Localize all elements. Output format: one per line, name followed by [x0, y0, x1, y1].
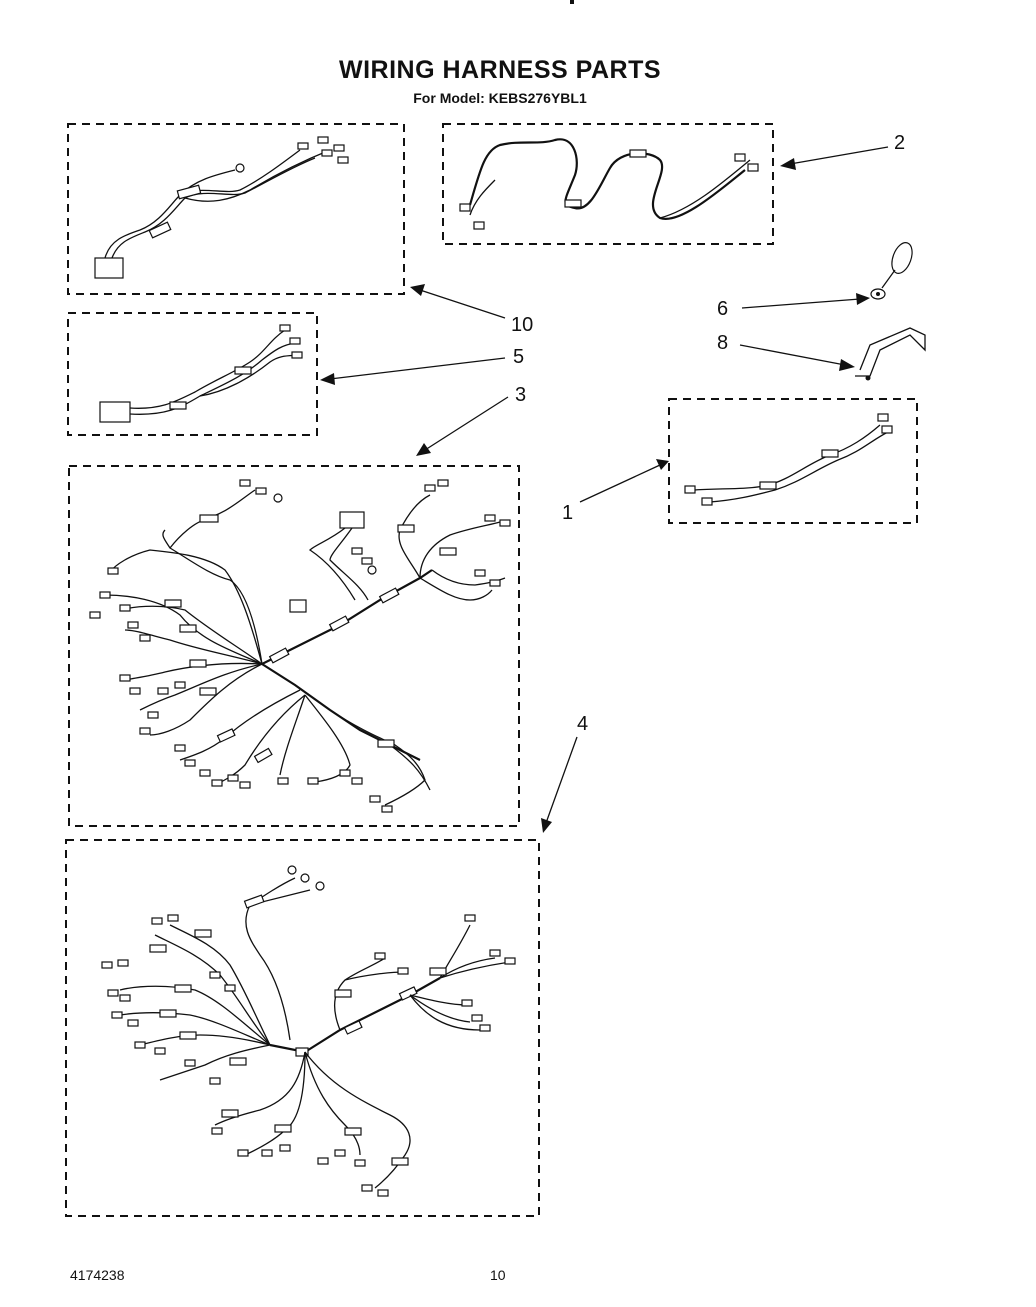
callout-8: 8 — [717, 332, 729, 354]
connector-plug — [99, 401, 131, 423]
harness-3 — [68, 465, 520, 827]
model-subtitle: For Model: KEBS276YBL1 — [413, 90, 587, 106]
part-box-10 — [67, 123, 405, 295]
leader-arrows — [320, 146, 889, 833]
callout-6: 6 — [717, 298, 729, 320]
harness-2 — [442, 123, 774, 245]
part-box-5 — [67, 312, 318, 436]
part-box-2 — [442, 123, 774, 245]
harness-1 — [668, 398, 918, 524]
harness-10 — [67, 123, 405, 295]
callout-2: 2 — [894, 132, 906, 154]
connector-plug — [94, 257, 124, 279]
callout-5: 5 — [513, 346, 525, 368]
harness-4 — [65, 839, 540, 1217]
harness-5 — [67, 312, 318, 436]
part-6-ring — [870, 242, 913, 300]
connector-plug — [339, 511, 365, 529]
part-box-4 — [65, 839, 540, 1217]
page-number: 10 — [490, 1267, 506, 1283]
part-8-bracket — [855, 327, 926, 381]
callout-4: 4 — [577, 713, 589, 735]
document-number: 4174238 — [70, 1267, 125, 1283]
callout-10: 10 — [511, 314, 534, 336]
page-title: WIRING HARNESS PARTS — [338, 56, 662, 84]
part-box-3 — [68, 465, 520, 827]
scan-mark — [570, 0, 574, 4]
part-box-1 — [668, 398, 918, 524]
callout-3: 3 — [515, 384, 527, 406]
callout-1: 1 — [562, 502, 574, 524]
